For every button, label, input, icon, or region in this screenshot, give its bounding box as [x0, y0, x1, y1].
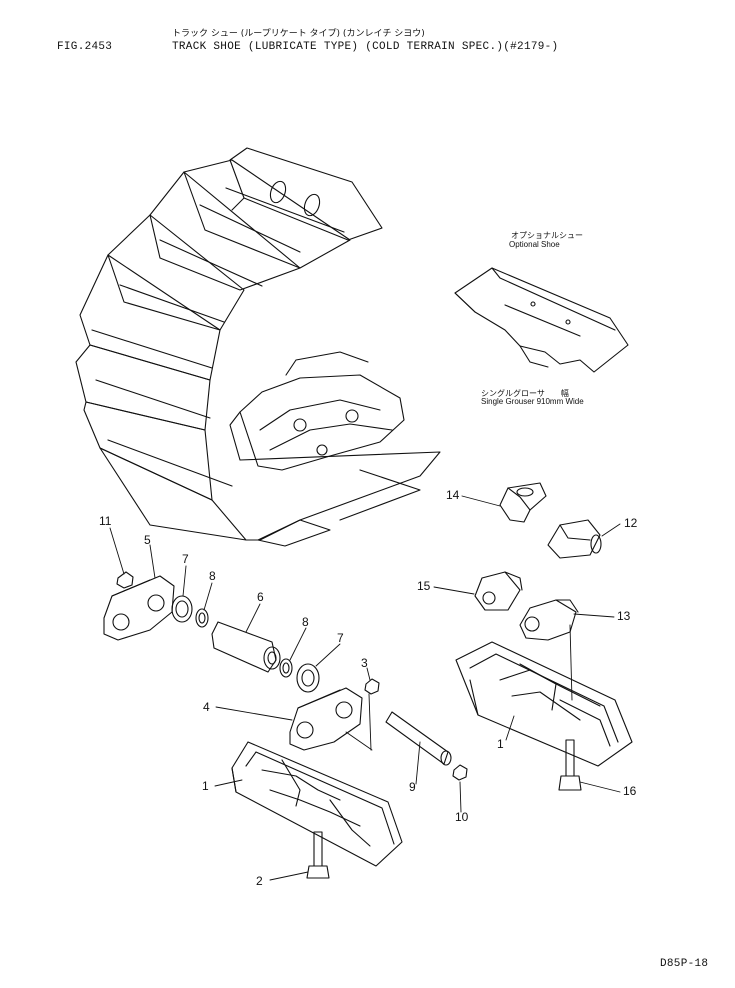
bushing-6-illustration: [212, 622, 280, 672]
seal-7-upper-illustration: [172, 596, 192, 622]
callout-15: 15: [417, 579, 431, 593]
callout-2: 2: [256, 874, 263, 888]
optional-shoe-caption: Optional Shoe: [509, 240, 560, 249]
page-title: TRACK SHOE (LUBRICATE TYPE) (COLD TERRAI…: [172, 41, 559, 53]
callout-8-upper: 8: [209, 569, 216, 583]
leader-lines: [110, 496, 620, 880]
track-assembly-illustration: [76, 148, 440, 546]
callout-3: 3: [361, 656, 368, 670]
nut-11-illustration: [117, 572, 133, 588]
part-12-illustration: [548, 520, 601, 558]
optional-shoe-illustration: [455, 268, 628, 372]
figure-number: FIG.2453: [57, 41, 113, 53]
callout-11: 11: [99, 514, 112, 528]
callout-13: 13: [617, 609, 631, 623]
seal-7-lower-illustration: [297, 664, 319, 692]
left-track-shoe-illustration: [232, 742, 402, 866]
bolt-16-illustration: [559, 740, 581, 790]
callout-4: 4: [203, 700, 210, 714]
callout-9: 9: [409, 780, 416, 794]
bolt-2-illustration: [307, 832, 329, 878]
pin-9-illustration: [386, 712, 451, 765]
title-japanese: トラック シュー (ループリケート タイプ) (カンレイチ シヨウ): [172, 29, 425, 39]
optional-shoe-caption-jp: オプショナルシュー: [511, 231, 583, 240]
callout-7-upper: 7: [182, 552, 189, 566]
link-5-illustration: [104, 576, 174, 640]
drawing-code: D85P-18: [660, 958, 709, 970]
callout-5: 5: [144, 533, 151, 547]
ring-8-upper-illustration: [196, 609, 208, 627]
nut-3-illustration: [365, 679, 379, 694]
part-15-illustration: [475, 572, 522, 610]
callout-7-lower: 7: [337, 631, 344, 645]
link-4-illustration: [290, 688, 362, 750]
callout-16: 16: [623, 784, 637, 798]
part-14-illustration: [500, 483, 546, 522]
part-13-illustration: [520, 600, 578, 640]
callout-1-left: 1: [202, 779, 209, 793]
callout-8-lower: 8: [302, 615, 309, 629]
callout-10: 10: [455, 810, 469, 824]
grouser-caption-jp: シングルグローサ 幅: [481, 389, 569, 398]
callout-1-right: 1: [497, 737, 504, 751]
callout-6: 6: [257, 590, 264, 604]
ring-8-lower-illustration: [280, 659, 292, 677]
grouser-caption: Single Grouser 910mm Wide: [481, 397, 584, 406]
nut-10-illustration: [453, 765, 467, 780]
callout-12: 12: [624, 516, 638, 530]
callout-14: 14: [446, 488, 460, 502]
right-track-shoe-illustration: [456, 642, 632, 766]
